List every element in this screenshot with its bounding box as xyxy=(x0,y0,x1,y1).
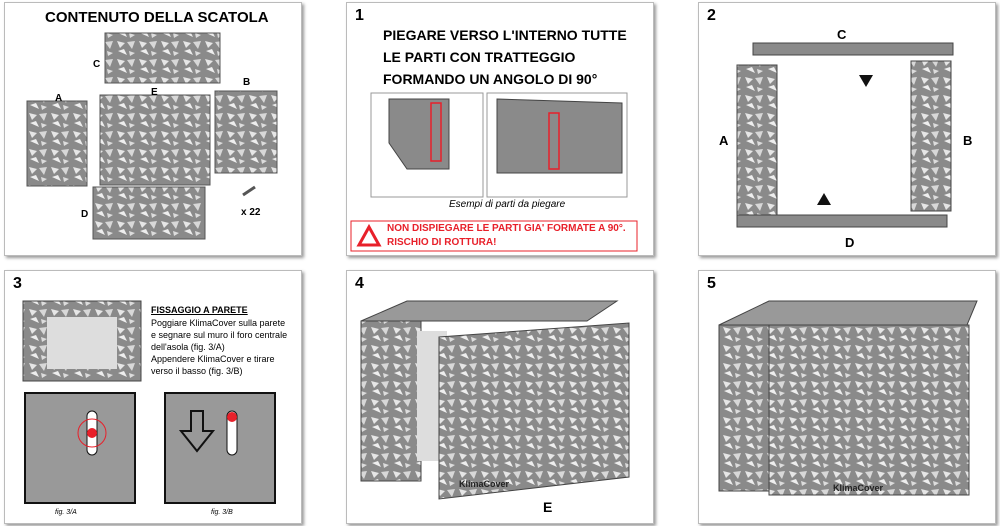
instruction-line: Appendere KlimaCover e tirare xyxy=(151,354,275,364)
step-1-title-2: LE PARTI CON TRATTEGGIO xyxy=(383,49,576,65)
label-d: D xyxy=(845,235,855,250)
label-a: A xyxy=(719,133,729,148)
step-3-panel: 3 FISSAGGIO A PARETE Poggiare KlimaCover… xyxy=(4,270,302,524)
wall-fixing-heading: FISSAGGIO A PARETE xyxy=(151,305,248,315)
box-contents-title: CONTENUTO DELLA SCATOLA xyxy=(45,9,269,26)
label-d: D xyxy=(81,209,89,220)
step-4-panel: 4 E KlimaCover xyxy=(346,270,654,524)
instruction-line: Poggiare KlimaCover sulla parete xyxy=(151,318,286,328)
fig-3b-caption: fig. 3/B xyxy=(211,509,233,516)
example-caption: Esempi di parti da piegare xyxy=(449,199,566,210)
screw-count: x 22 xyxy=(241,207,261,218)
step-number: 1 xyxy=(355,7,364,24)
step-number: 3 xyxy=(13,275,22,292)
label-a: A xyxy=(55,93,63,104)
instruction-line: verso il basso (fig. 3/B) xyxy=(151,366,243,376)
brand-logo: KlimaCover xyxy=(833,483,884,493)
step-number: 2 xyxy=(707,7,716,24)
label-b: B xyxy=(963,133,973,148)
warning-line-2: RISCHIO DI ROTTURA! xyxy=(387,237,497,248)
step-number: 5 xyxy=(707,275,716,292)
fig-3a-caption: fig. 3/A xyxy=(55,509,77,516)
step-5-panel: 5 KlimaCover xyxy=(698,270,996,524)
step-2-panel: 2 C A B D xyxy=(698,2,996,256)
step-1-panel: 1 PIEGARE VERSO L'INTERNO TUTTE LE PARTI… xyxy=(346,2,654,256)
label-c: C xyxy=(837,27,847,42)
step-1-title-3: FORMANDO UN ANGOLO DI 90° xyxy=(383,71,598,87)
step-number: 4 xyxy=(355,275,364,292)
brand-logo: KlimaCover xyxy=(459,479,510,489)
label-c: C xyxy=(93,59,101,70)
label-e: E xyxy=(543,499,553,515)
instruction-line: dell'asola (fig. 3/A) xyxy=(151,342,225,352)
label-e: E xyxy=(151,87,158,98)
step-1-title-1: PIEGARE VERSO L'INTERNO TUTTE xyxy=(383,27,627,43)
instruction-line: e segnare sul muro il foro centrale xyxy=(151,330,288,340)
label-b: B xyxy=(243,77,251,88)
warning-line-1: NON DISPIEGARE LE PARTI GIA' FORMATE A 9… xyxy=(387,223,626,234)
box-contents-panel: CONTENUTO DELLA SCATOLA C A E B D x 22 xyxy=(4,2,302,256)
